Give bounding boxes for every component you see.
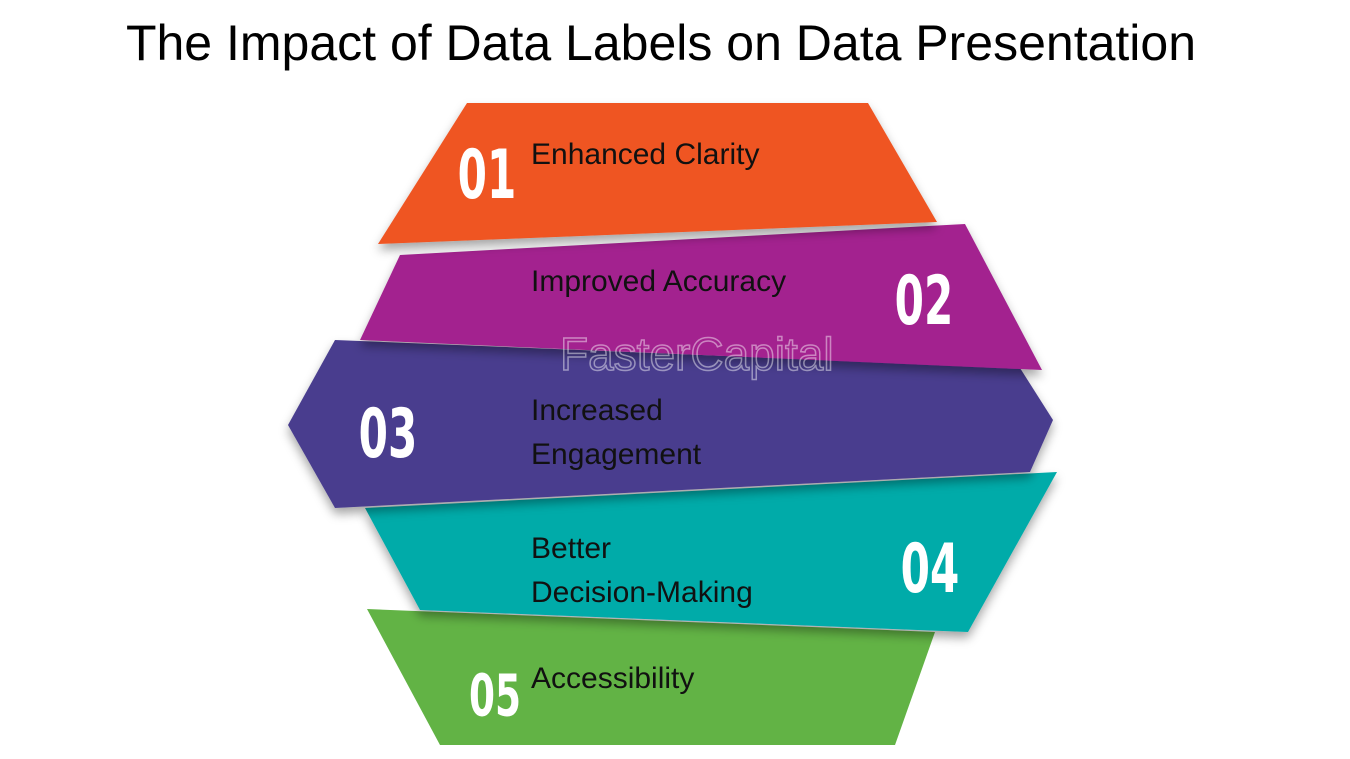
step-label-05: Accessibility xyxy=(531,662,694,695)
step-number-02: 02 xyxy=(895,261,954,340)
step-label-02: Improved Accuracy xyxy=(531,265,786,298)
segment-02 xyxy=(360,224,1042,370)
step-label-03-line1: Increased xyxy=(531,394,663,427)
step-number-04: 04 xyxy=(901,529,960,608)
segment-01 xyxy=(378,103,937,244)
step-number-01: 01 xyxy=(458,135,517,214)
segment-05 xyxy=(367,609,935,745)
step-number-03: 03 xyxy=(359,394,418,473)
segment-03 xyxy=(288,340,1053,508)
watermark: FasterCapital xyxy=(560,328,834,380)
step-label-01: Enhanced Clarity xyxy=(531,138,759,171)
step-number-05: 05 xyxy=(469,663,521,729)
page-title: The Impact of Data Labels on Data Presen… xyxy=(125,15,1197,71)
segment-04 xyxy=(365,472,1057,632)
step-label-04-line1: Better xyxy=(531,532,611,565)
step-label-03-line2: Engagement xyxy=(531,438,702,471)
step-label-04-line2: Decision-Making xyxy=(531,576,753,609)
